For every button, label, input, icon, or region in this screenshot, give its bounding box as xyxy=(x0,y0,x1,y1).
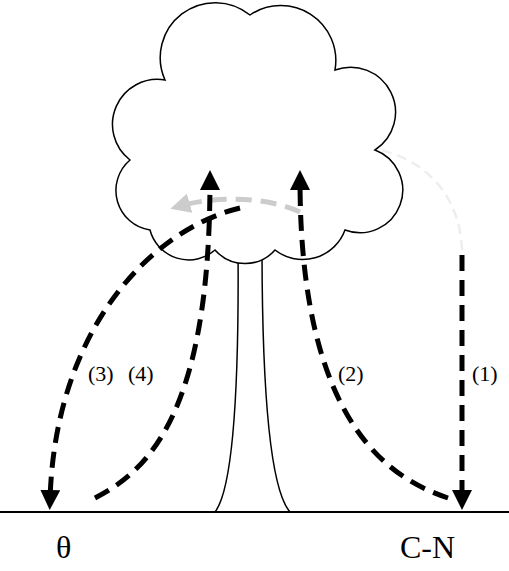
faint-arc xyxy=(380,150,462,250)
tree-trunk xyxy=(262,245,290,512)
flow-arrow xyxy=(300,180,448,498)
flow-arrow xyxy=(50,208,240,500)
ground-line xyxy=(0,511,509,513)
tree-canopy xyxy=(112,3,402,264)
callout-number: (2) xyxy=(338,362,364,386)
tree-trunk xyxy=(215,245,238,512)
callout-number: (1) xyxy=(472,362,498,386)
variable-label: C-N xyxy=(400,530,455,565)
callout-number: (4) xyxy=(128,362,154,386)
callout-number: (3) xyxy=(88,362,114,386)
variable-label: θ xyxy=(56,530,71,565)
flow-arrow xyxy=(460,255,465,500)
